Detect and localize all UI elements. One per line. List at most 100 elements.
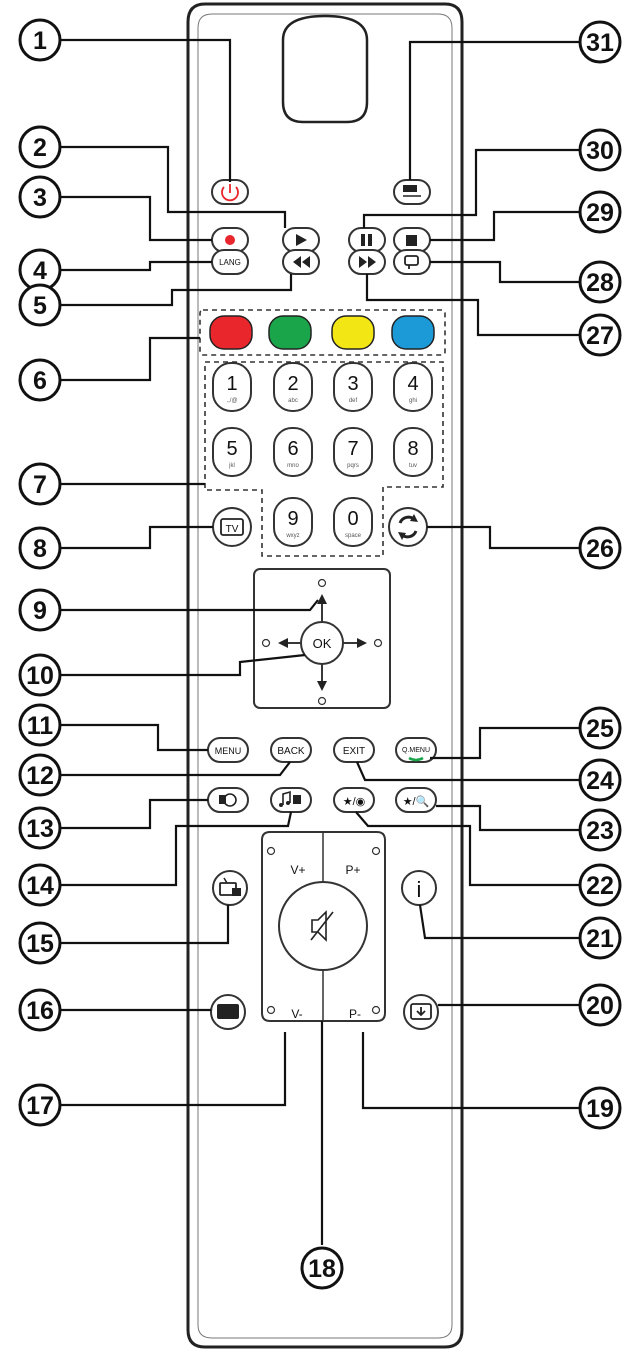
nav-right-button[interactable]	[343, 638, 383, 648]
callout-25: 25	[578, 706, 622, 750]
swap-button[interactable]	[388, 507, 428, 547]
callout-8-label: 8	[33, 535, 47, 563]
red-button[interactable]	[209, 315, 253, 350]
callout-20: 20	[578, 983, 622, 1027]
play-button[interactable]	[282, 227, 320, 253]
play-icon	[296, 234, 307, 246]
number-4-button[interactable]: 4 ghi	[393, 362, 433, 412]
fast-forward-button[interactable]	[348, 249, 386, 275]
callout-5-label: 5	[33, 292, 47, 320]
number-8-digit: 8	[407, 438, 418, 460]
mute-icon	[310, 910, 334, 942]
source-button[interactable]	[403, 994, 439, 1030]
teletext-icon	[217, 1004, 239, 1019]
record-icon	[225, 235, 235, 245]
nav-down-button[interactable]	[317, 663, 327, 706]
volume-down-button[interactable]: V-	[291, 1007, 302, 1021]
number-9-letters: wxyz	[285, 533, 299, 539]
green-button[interactable]	[268, 315, 312, 350]
epg-icon	[219, 877, 241, 896]
info-button[interactable]: i	[401, 870, 437, 906]
volume-up-button[interactable]: V+	[290, 863, 305, 877]
number-2-digit: 2	[287, 373, 298, 395]
subtitle-button[interactable]	[393, 249, 431, 275]
leader-lines	[60, 38, 580, 1245]
nav-up-button[interactable]	[317, 578, 327, 623]
mute-button[interactable]	[278, 881, 368, 971]
remote-body-inner-edge	[197, 13, 453, 1339]
number-0-digit: 0	[347, 508, 358, 530]
exit-button[interactable]: EXIT	[333, 737, 375, 763]
callout-22-label: 22	[586, 872, 614, 900]
callout-26: 26	[578, 526, 622, 570]
number-6-button[interactable]: 6 mno	[273, 427, 313, 477]
blue-button[interactable]	[391, 315, 435, 350]
power-button[interactable]	[211, 179, 249, 205]
lang-label: LANG	[219, 258, 241, 267]
media-button[interactable]	[270, 787, 312, 813]
subtitle-icon	[404, 255, 419, 269]
ir-window	[281, 14, 369, 124]
nav-left-button[interactable]	[261, 638, 302, 648]
number-1-button[interactable]: 1.,/@	[212, 362, 252, 412]
tv-label: TV	[226, 524, 239, 535]
callout-21: 21	[578, 916, 622, 960]
lang-button[interactable]: LANG	[211, 249, 249, 275]
record-button[interactable]	[211, 227, 249, 253]
number-3-letters: def	[349, 398, 358, 404]
tv-icon	[220, 518, 244, 536]
media-browser-button[interactable]	[393, 179, 431, 205]
callout-16-label: 16	[26, 997, 54, 1025]
callout-13-label: 13	[26, 815, 54, 843]
epg-button[interactable]	[212, 870, 248, 906]
fast-forward-icon	[359, 256, 376, 268]
callout-28-label: 28	[586, 269, 614, 297]
rewind-button[interactable]	[282, 249, 320, 275]
callout-19-label: 19	[586, 1095, 614, 1123]
color-group-outline	[199, 309, 446, 356]
number-6-letters: mno	[287, 463, 299, 469]
rewind-icon	[293, 256, 310, 268]
number-7-letters: pqrs	[347, 463, 359, 469]
back-button[interactable]: BACK	[270, 737, 312, 763]
source-icon	[410, 1003, 432, 1020]
number-6-digit: 6	[287, 438, 298, 460]
callout-16: 16	[18, 988, 62, 1032]
callout-18: 18	[300, 1246, 344, 1290]
numpad-group-outline	[204, 361, 444, 557]
stop-button[interactable]	[393, 227, 431, 253]
program-up-button[interactable]: P+	[345, 863, 360, 877]
teletext-button[interactable]	[210, 994, 246, 1030]
menu-button[interactable]: MENU	[207, 737, 249, 763]
program-down-button[interactable]: P-	[349, 1007, 361, 1021]
back-label: BACK	[277, 746, 305, 757]
callout-1: 1	[18, 18, 62, 62]
music-photo-icon	[279, 790, 301, 807]
internet-button[interactable]	[207, 787, 249, 813]
callout-23-label: 23	[586, 817, 614, 845]
callout-24-label: 24	[586, 767, 614, 795]
callout-2-label: 2	[33, 134, 47, 162]
callout-31: 31	[578, 20, 622, 64]
favourite-button-b[interactable]: ★/🔍	[395, 787, 437, 813]
favourite-button-a[interactable]: ★/◉	[333, 787, 375, 813]
callout-17-label: 17	[26, 1092, 54, 1120]
number-1-letters: .,/@	[226, 398, 237, 404]
yellow-button[interactable]	[331, 315, 375, 350]
pause-button[interactable]	[348, 227, 386, 253]
ok-button[interactable]: OK	[300, 621, 344, 665]
quick-menu-button[interactable]: Q.MENU	[395, 737, 437, 763]
ok-label: OK	[313, 636, 332, 651]
callout-24: 24	[578, 758, 622, 802]
number-4-digit: 4	[407, 373, 418, 395]
favourite-b-label: ★/🔍	[403, 794, 430, 808]
number-4-letters: ghi	[409, 398, 417, 404]
tv-button[interactable]: TV	[212, 507, 252, 547]
